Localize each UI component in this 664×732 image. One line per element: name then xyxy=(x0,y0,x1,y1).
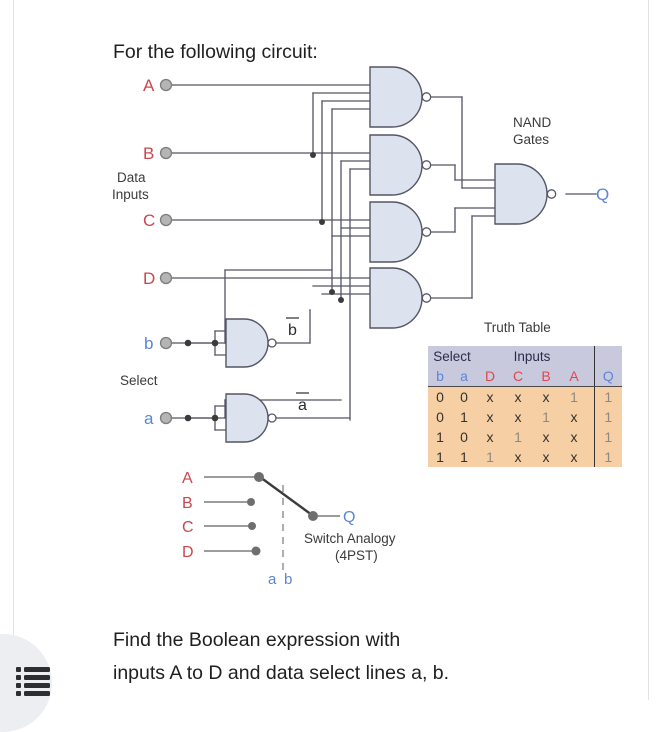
switch-analogy-title-line2: (4PST) xyxy=(335,548,378,563)
cell-Q: 1 xyxy=(594,427,623,447)
cell-a: 1 xyxy=(452,407,476,427)
nand-gate-invert-a xyxy=(225,393,277,443)
col-header-a: a xyxy=(452,366,476,387)
group-header-inputs: Inputs xyxy=(476,346,589,366)
col-header-A: A xyxy=(560,366,589,387)
cell-b: 0 xyxy=(428,407,452,427)
nand-gates-label-line2: Gates xyxy=(513,132,549,147)
table-row: 0 0 x x x 1 1 xyxy=(428,386,623,407)
nand-gate-1 xyxy=(369,66,432,128)
switch-analogy: A B C D Q a b Switch Analogy (4PST) xyxy=(182,470,396,588)
cell-A: 1 xyxy=(560,386,589,407)
cell-B: x xyxy=(532,386,560,407)
cell-D: x xyxy=(476,386,504,407)
list-menu-button[interactable] xyxy=(0,634,52,732)
select-label-b: b xyxy=(144,334,153,353)
question-prompt-top: For the following circuit: xyxy=(113,41,318,63)
input-label-A: A xyxy=(143,76,155,95)
cell-Q: 1 xyxy=(594,447,623,467)
cell-b: 1 xyxy=(428,427,452,447)
nand-gate-invert-b xyxy=(225,318,277,368)
switch-analogy-title-line1: Switch Analogy xyxy=(304,531,396,546)
b-bar-label: b xyxy=(288,322,297,339)
data-inputs-label-line1: Data xyxy=(117,170,146,185)
col-header-b: b xyxy=(428,366,452,387)
list-icon xyxy=(16,667,50,696)
cell-Q: 1 xyxy=(594,386,623,407)
page-rule-left xyxy=(13,0,14,700)
col-header-B: B xyxy=(532,366,560,387)
switch-select-a: a xyxy=(268,571,277,588)
cell-B: 1 xyxy=(532,407,560,427)
input-label-D: D xyxy=(143,269,155,288)
select-group-label: Select xyxy=(120,373,158,388)
cell-D: 1 xyxy=(476,447,504,467)
table-row: 1 1 1 x x x 1 xyxy=(428,447,623,467)
circuit-diagram: A B C D b a Q Data Inputs Select NAND Ga… xyxy=(0,60,664,600)
col-header-C: C xyxy=(504,366,532,387)
cell-a: 0 xyxy=(452,427,476,447)
nand-gate-2 xyxy=(369,134,432,196)
nand-gate-output xyxy=(494,163,557,225)
cell-a: 1 xyxy=(452,447,476,467)
nand-gate-3 xyxy=(369,201,432,263)
cell-C: x xyxy=(504,407,532,427)
output-label-Q: Q xyxy=(596,185,609,204)
cell-B: x xyxy=(532,427,560,447)
cell-D: x xyxy=(476,427,504,447)
truth-table-column-header-row: b a D C B A Q xyxy=(428,366,623,387)
truth-table: Select Inputs b a D C B A Q 0 0 x x x 1 … xyxy=(428,346,623,467)
truth-table-group-header-row: Select Inputs xyxy=(428,346,623,366)
page-rule-right xyxy=(648,0,649,700)
switch-input-B: B xyxy=(182,495,193,512)
question-prompt-bottom-line2: inputs A to D and data select lines a, b… xyxy=(113,662,450,684)
nand-gate-4 xyxy=(369,267,432,329)
switch-input-C: C xyxy=(182,519,194,536)
switch-select-b: b xyxy=(284,571,292,588)
cell-Q: 1 xyxy=(594,407,623,427)
cell-C: x xyxy=(504,447,532,467)
cell-b: 0 xyxy=(428,386,452,407)
col-header-D: D xyxy=(476,366,504,387)
cell-C: 1 xyxy=(504,427,532,447)
input-label-B: B xyxy=(143,144,154,163)
cell-A: x xyxy=(560,407,589,427)
cell-a: 0 xyxy=(452,386,476,407)
a-bar-label: a xyxy=(298,397,307,414)
switch-output-Q: Q xyxy=(343,509,355,526)
cell-B: x xyxy=(532,447,560,467)
cell-D: x xyxy=(476,407,504,427)
nand-gates-label-line1: NAND xyxy=(513,115,552,130)
col-header-Q: Q xyxy=(594,366,623,387)
switch-input-D: D xyxy=(182,544,194,561)
cell-b: 1 xyxy=(428,447,452,467)
cell-C: x xyxy=(504,386,532,407)
truth-table-title: Truth Table xyxy=(484,320,551,335)
cell-A: x xyxy=(560,447,589,467)
table-row: 0 1 x x 1 x 1 xyxy=(428,407,623,427)
table-row: 1 0 x 1 x x 1 xyxy=(428,427,623,447)
cell-A: x xyxy=(560,427,589,447)
question-prompt-bottom-line1: Find the Boolean expression with xyxy=(113,629,401,651)
select-label-a: a xyxy=(144,409,154,428)
switch-input-A: A xyxy=(182,470,193,487)
input-label-C: C xyxy=(143,211,155,230)
data-inputs-label-line2: Inputs xyxy=(112,187,149,202)
group-header-select: Select xyxy=(428,346,476,366)
question-prompt-bottom: Find the Boolean expression with inputs … xyxy=(113,624,633,690)
